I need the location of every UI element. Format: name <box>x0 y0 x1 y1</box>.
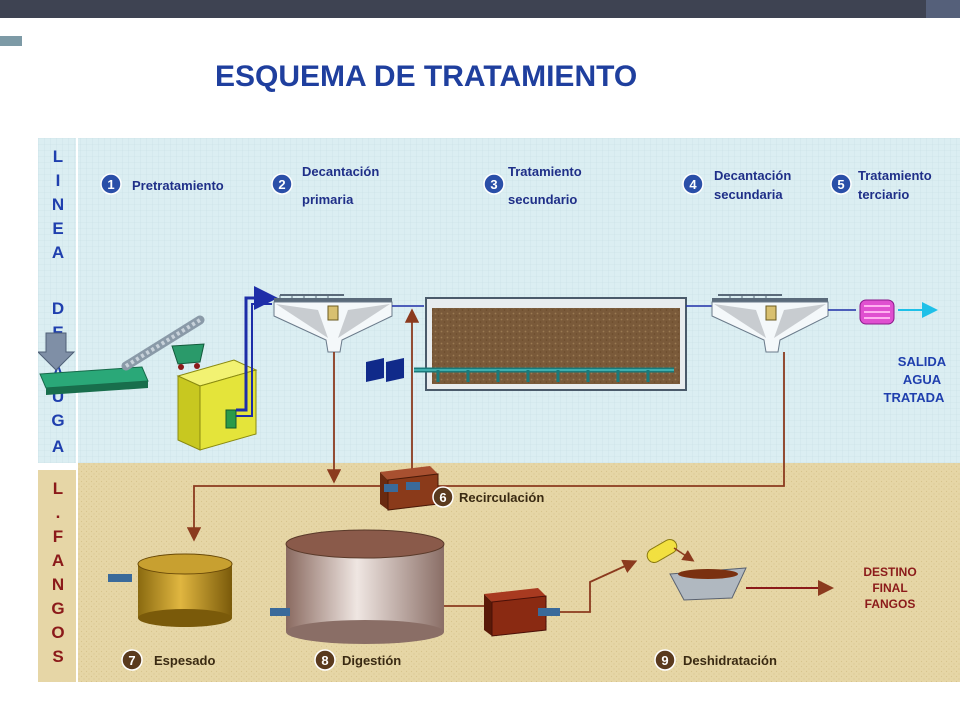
slide-top-bar <box>0 0 960 18</box>
step-5-label-line2: terciario <box>858 187 909 202</box>
step-6-label: Recirculación <box>459 490 544 505</box>
water-output-line1: SALIDA <box>898 354 947 369</box>
step-2-label-line1: Decantación <box>302 164 379 179</box>
centrifuge-icon <box>646 539 678 563</box>
secondary-settler <box>711 294 829 353</box>
step-8: 8 Digestión <box>314 649 401 671</box>
water-line-letter-1: I <box>56 171 61 190</box>
sludge-line-letter-0: L <box>53 479 63 498</box>
inlet-channel <box>39 366 149 395</box>
digester-tank <box>270 529 445 644</box>
step-5-number: 5 <box>837 177 844 192</box>
screenings-cart-icon <box>171 343 205 370</box>
thickener-tank <box>108 553 233 627</box>
step-7-number: 7 <box>128 653 135 668</box>
sludge-tray-icon <box>669 567 747 601</box>
step-4: 4 Decantación secundaria <box>682 168 791 202</box>
step-1-number: 1 <box>107 177 114 192</box>
step-7-circle <box>121 649 143 671</box>
screw-conveyor-icon <box>121 315 205 371</box>
step-7-label: Espesado <box>154 653 215 668</box>
recirculation-pump-box <box>380 466 439 511</box>
pump-icon <box>225 409 237 429</box>
step-4-number: 4 <box>689 177 697 192</box>
pump-icon <box>270 608 290 616</box>
sludge-line-label-column <box>38 470 76 682</box>
water-output-line3: TRATADA <box>884 390 946 405</box>
water-line-letter-2: N <box>52 195 64 214</box>
inlet-arrow-icon <box>38 332 76 371</box>
page-title: ESQUEMA DE TRATAMIENTO <box>215 60 638 93</box>
sludge-line-letter-2: F <box>53 527 63 546</box>
dewatering-box <box>484 588 560 637</box>
slide-left-mark <box>0 36 22 46</box>
step-3-label-line2: secundario <box>508 192 577 207</box>
step-2-number: 2 <box>278 177 285 192</box>
water-line-letter-9: G <box>51 411 64 430</box>
grit-chamber-box <box>176 359 258 451</box>
flow-to-primary <box>236 286 278 412</box>
sludge-output-line2: FINAL <box>872 581 907 595</box>
step-2-label-line2: primaria <box>302 192 354 207</box>
step-3-circle <box>483 173 505 195</box>
water-line-letter-10: A <box>52 437 64 456</box>
step-4-label-line2: secundaria <box>714 187 783 202</box>
step-8-label: Digestión <box>342 653 401 668</box>
water-line-letter-4: A <box>52 243 64 262</box>
sludge-line-letter-6: O <box>51 623 64 642</box>
aeration-basin <box>414 297 687 391</box>
treatment-diagram: LINEADEAUGA L.FANGOS 1 Pretratamiento 2 … <box>38 138 960 682</box>
sludge-output-line1: DESTINO <box>863 565 916 579</box>
step-5-circle <box>830 173 852 195</box>
blower-icon <box>366 358 404 382</box>
sludge-line-letter-1: . <box>56 503 61 522</box>
step-8-circle <box>314 649 336 671</box>
step-3: 3 Tratamiento secundario <box>483 164 582 207</box>
sludge-to-thickener-flow <box>186 352 785 542</box>
water-output-line2: AGUA <box>903 372 942 387</box>
step-6-circle <box>432 486 454 508</box>
sludge-output-line3: FANGOS <box>865 597 916 611</box>
step-1: 1 Pretratamiento <box>100 173 224 195</box>
step-5-label-line1: Tratamiento <box>858 168 932 183</box>
step-8-number: 8 <box>321 653 328 668</box>
step-7: 7 Espesado <box>121 649 215 671</box>
step-3-number: 3 <box>490 177 497 192</box>
sludge-line-letter-5: G <box>51 599 64 618</box>
water-line-letter-0: L <box>53 147 63 166</box>
flow-to-dewatering <box>560 559 638 613</box>
step-4-circle <box>682 173 704 195</box>
step-9-circle <box>654 649 676 671</box>
step-2-circle <box>271 173 293 195</box>
step-6-number: 6 <box>439 490 446 505</box>
water-line-letter-5: D <box>52 299 64 318</box>
step-1-label: Pretratamiento <box>132 178 224 193</box>
tertiary-filter-icon <box>859 299 895 325</box>
step-4-label-line1: Decantación <box>714 168 791 183</box>
step-9-number: 9 <box>661 653 668 668</box>
sludge-line-letter-7: S <box>52 647 63 666</box>
sludge-line-vertical-label: L. FANGOS <box>51 479 64 666</box>
primary-settler <box>273 294 393 353</box>
step-9-label: Deshidratación <box>683 653 777 668</box>
step-2: 2 Decantación primaria <box>271 164 379 207</box>
step-1-circle <box>100 173 122 195</box>
step-3-label-line1: Tratamiento <box>508 164 582 179</box>
pump-icon <box>108 574 132 582</box>
slide-top-bar-accent <box>926 0 960 18</box>
step-9: 9 Deshidratación <box>654 649 777 671</box>
sludge-line-letter-4: N <box>52 575 64 594</box>
water-line-letter-3: E <box>52 219 63 238</box>
sludge-line-letter-3: A <box>52 551 64 570</box>
step-6: 6 Recirculación <box>432 486 544 508</box>
step-5: 5 Tratamiento terciario <box>830 168 932 202</box>
pump-icon <box>538 608 560 616</box>
